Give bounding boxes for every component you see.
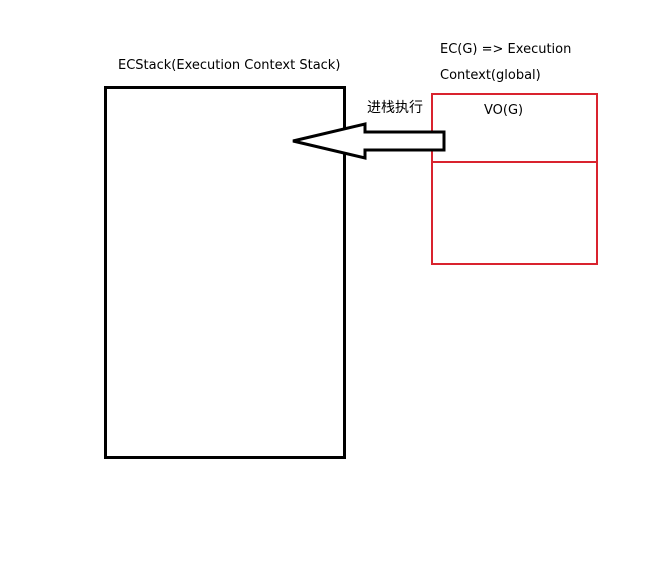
ecstack-box [104,86,346,459]
ec-global-title-line1: EC(G) => Execution [440,42,572,57]
ec-global-box [431,93,598,265]
push-arrow-shape [292,122,446,160]
ecstack-title: ECStack(Execution Context Stack) [118,58,341,73]
push-label: 进栈执行 [367,100,423,116]
ec-global-title-line2: Context(global) [440,68,541,83]
ec-divider [433,161,596,163]
vo-label: VO(G) [484,103,524,118]
